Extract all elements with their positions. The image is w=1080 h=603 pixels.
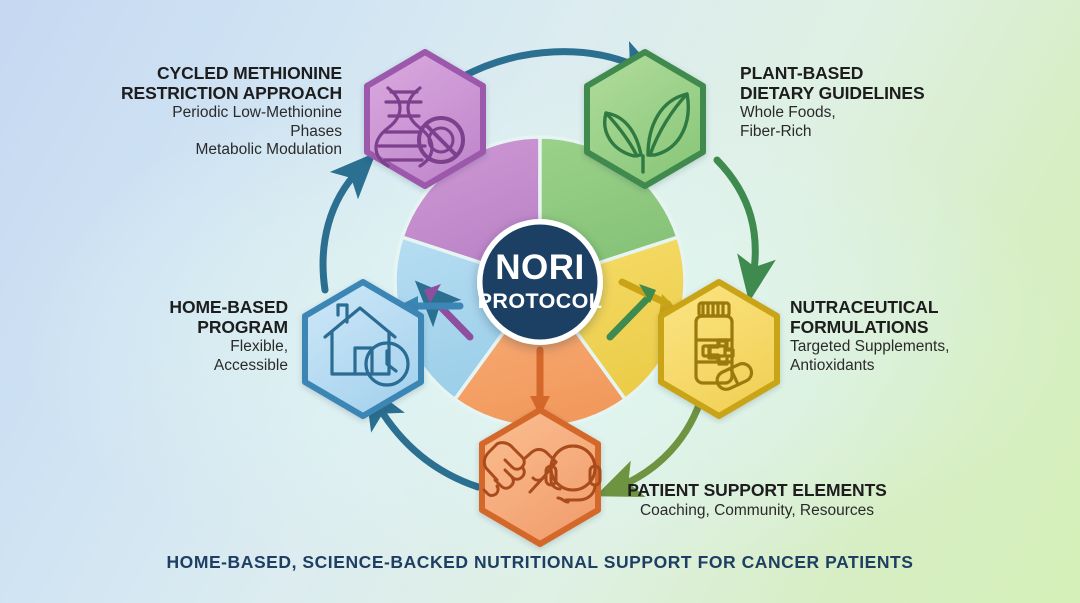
label-sub-line2: Metabolic Modulation: [195, 141, 342, 158]
label-patient-support: PATIENT SUPPORT ELEMENTS Coaching, Commu…: [612, 480, 902, 520]
label-title-line2: RESTRICTION APPROACH: [121, 82, 342, 103]
center-hub[interactable]: [477, 219, 603, 345]
label-sub-line2: Accessible: [213, 356, 288, 374]
label-home-based: HOME-BASED PROGRAM Flexible, Accessible: [148, 297, 288, 375]
center-hub-circle[interactable]: [482, 224, 598, 340]
flow-arrow-green-to-yellow: [713, 156, 776, 303]
flow-arrows: [319, 40, 776, 498]
flow-arrow-blue-to-purple: [319, 152, 377, 294]
center-title-line1: NORI: [495, 248, 585, 287]
label-sub-line1: Whole Foods,: [740, 104, 836, 121]
label-sub-line1: Flexible,: [230, 338, 288, 355]
hub-arrowhead-green: [639, 284, 656, 303]
hexagon-yellow[interactable]: [658, 279, 780, 419]
label-cycled-methionine: CYCLED METHIONINE RESTRICTION APPROACH P…: [120, 63, 342, 160]
center-title-line2: PROTOCOL: [478, 289, 603, 313]
hub-arrowhead-purple: [424, 284, 441, 303]
leaf-icon: [603, 92, 690, 174]
flow-arrow-yellow-to-orange: [595, 389, 707, 498]
label-title-line1: PLANT-BASED: [740, 63, 864, 83]
label-title-line1: PATIENT SUPPORT ELEMENTS: [627, 480, 887, 500]
label-title-line1: HOME-BASED: [169, 297, 288, 317]
label-title-line2: DIETARY GUIDELINES: [740, 82, 925, 103]
label-sub-line1: Coaching, Community, Resources: [639, 501, 875, 519]
label-sub-line1: Targeted Supplements,: [790, 338, 950, 355]
node-cycled-methionine[interactable]: [364, 49, 486, 189]
label-title-line1: CYCLED METHIONINE: [157, 63, 342, 83]
hexagon-green[interactable]: [584, 49, 706, 189]
house-clock-icon: [323, 303, 410, 387]
hub-arrow-green: [606, 294, 652, 341]
handshake-headset-icon: [482, 441, 602, 504]
label-title-line2: PROGRAM: [197, 316, 288, 337]
label-title-line2: FORMULATIONS: [790, 316, 929, 337]
label-plant-based: PLANT-BASED DIETARY GUIDELINES Whole Foo…: [740, 63, 970, 141]
label-title-line1: NUTRACEUTICAL: [790, 297, 939, 317]
node-nutraceutical[interactable]: [658, 279, 780, 419]
node-patient-support[interactable]: [479, 407, 602, 547]
label-sub-line2: Fiber-Rich: [740, 122, 812, 140]
supplement-bottle-icon: [694, 301, 754, 391]
node-plant-based[interactable]: [584, 49, 706, 189]
label-sub-line2: Antioxidants: [790, 356, 875, 374]
hub-arrowhead-orange: [530, 396, 550, 416]
flow-arrow-purple-to-green: [458, 40, 663, 81]
label-nutraceutical: NUTRACEUTICAL FORMULATIONS Targeted Supp…: [790, 297, 1020, 375]
node-home-based[interactable]: [302, 279, 424, 419]
dna-no-symbol-icon: [374, 86, 465, 168]
footer-tagline: HOME-BASED, SCIENCE-BACKED NUTRITIONAL S…: [166, 552, 914, 572]
flow-arrow-orange-to-blue: [364, 382, 482, 491]
label-sub-line1: Periodic Low-Methionine Phases: [172, 104, 342, 140]
hexagon-orange[interactable]: [479, 407, 601, 547]
